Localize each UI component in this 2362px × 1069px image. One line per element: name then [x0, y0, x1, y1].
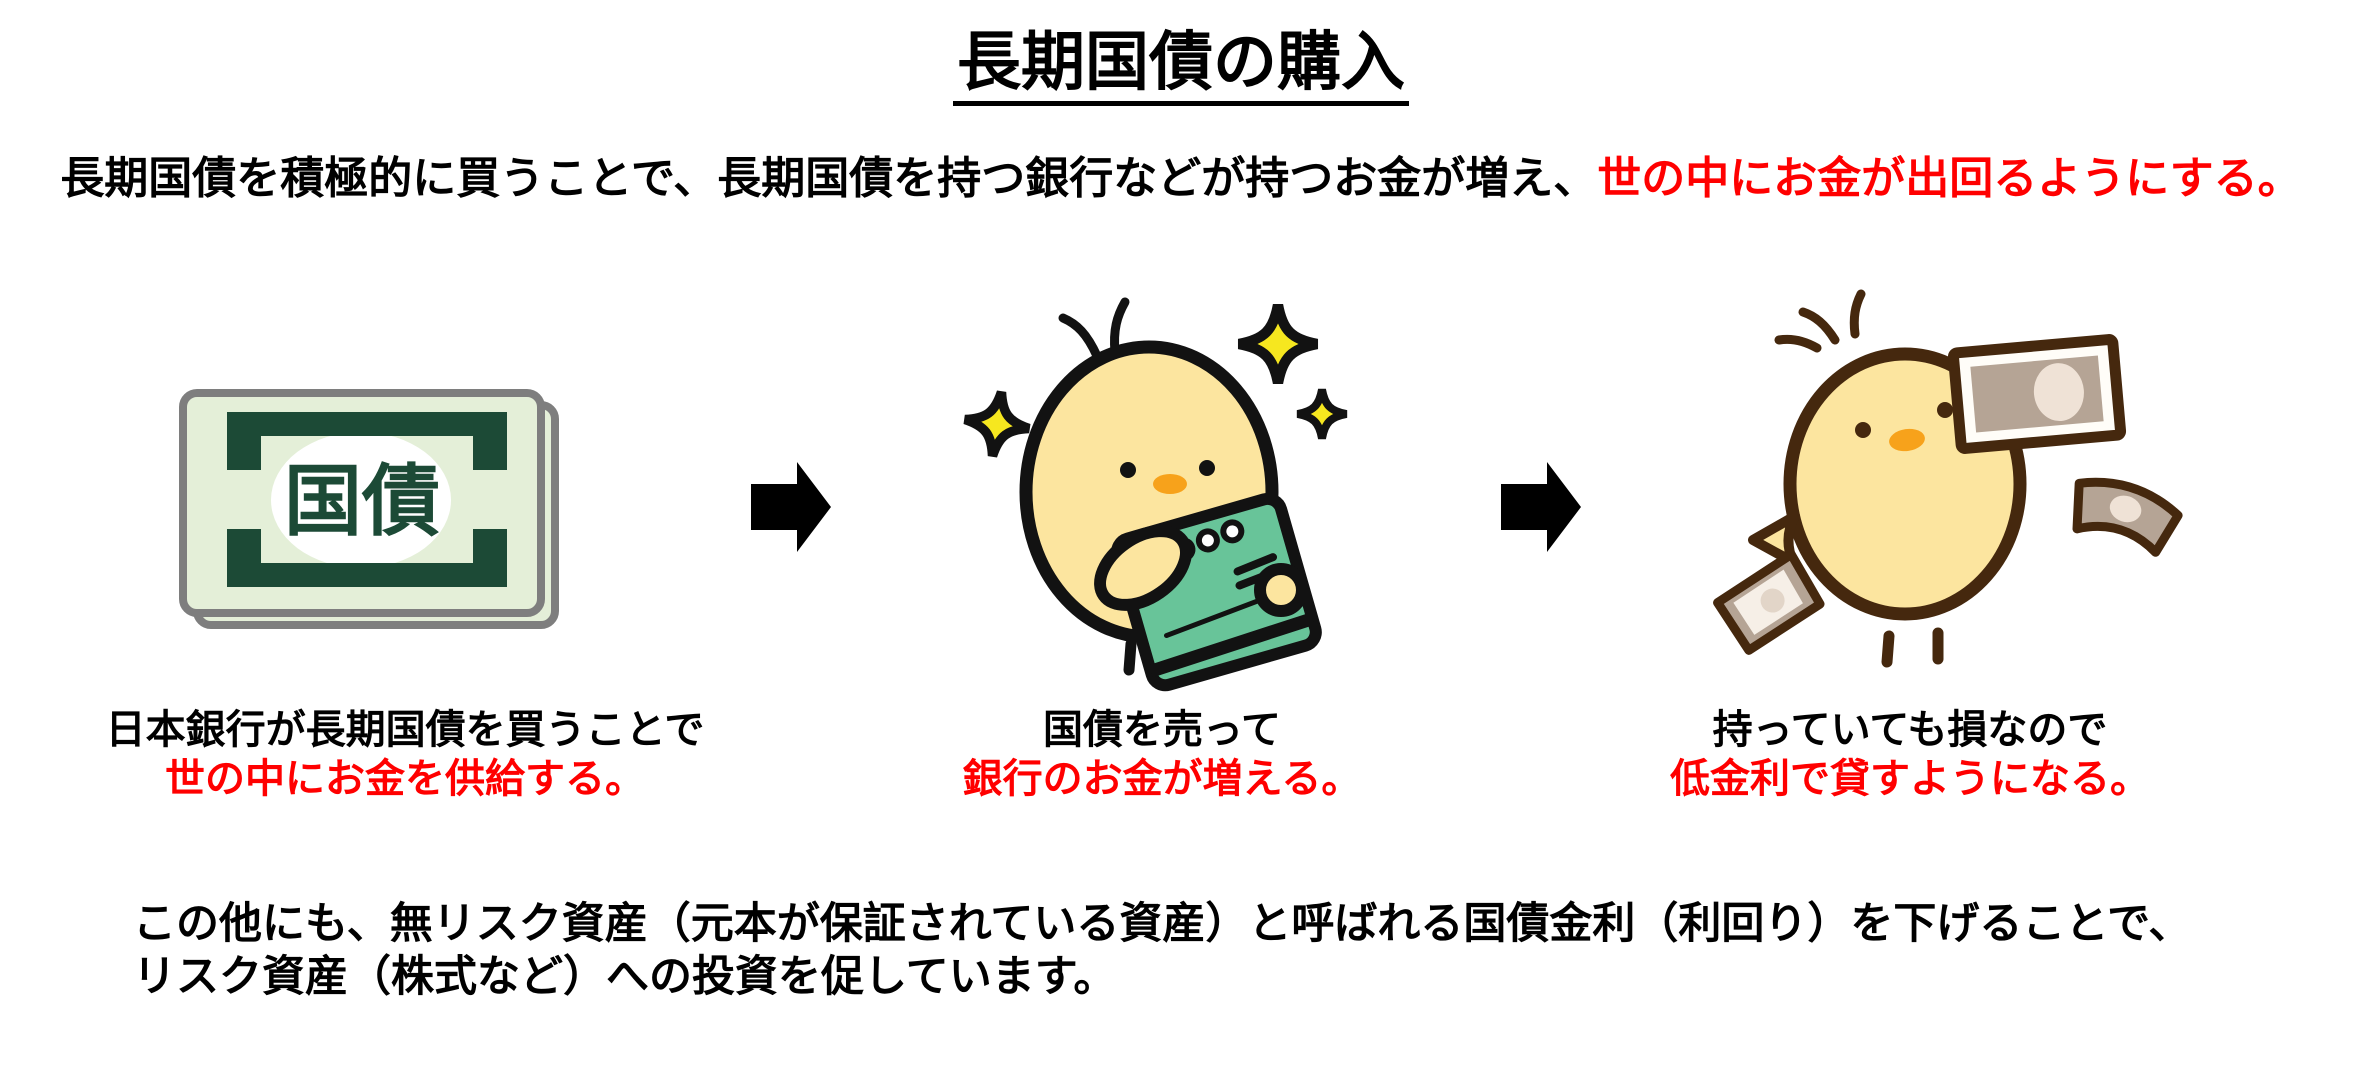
caption-step-3: 持っていても損なので 低金利で貸すようになる。: [1580, 706, 2240, 804]
chick-body: [1748, 289, 2039, 668]
banknote-falling-right: [2072, 477, 2183, 557]
caption-2-black: 国債を売って: [1043, 708, 1281, 752]
footer-note: この他にも、無リスク資産（元本が保証されている資産）と呼ばれる国債金利（利回り）…: [133, 898, 2191, 1004]
subtitle: 長期国債を積極的に買うことで、長期国債を持つ銀行などが持つお金が増え、世の中にお…: [0, 154, 2362, 205]
chick-hand: [1254, 563, 1308, 617]
footer-line-2: リスク資産（株式など）への投資を促しています。: [133, 953, 1117, 1001]
caption-step-1: 日本銀行が長期国債を買うことで 世の中にお金を供給する。: [75, 706, 735, 804]
footer-line-1: この他にも、無リスク資産（元本が保証されている資産）と呼ばれる国債金利（利回り）…: [133, 900, 2192, 948]
page-title: 長期国債の購入: [0, 30, 2362, 106]
subtitle-red-text: 世の中にお金が出回るようにする。: [1597, 154, 2302, 203]
banknote-held: [1947, 334, 2127, 454]
chick-throwing-money-icon: [1713, 289, 2183, 668]
arrow-right-icon: [1501, 462, 1581, 552]
caption-1-red: 世の中にお金を供給する。: [165, 757, 645, 801]
page-title-text: 長期国債の購入: [953, 30, 1409, 106]
caption-3-red: 低金利で貸すようになる。: [1670, 757, 2150, 801]
caption-1-black: 日本銀行が長期国債を買うことで: [105, 708, 705, 752]
arrow-right-icon: [751, 462, 831, 552]
government-bond-icon: 国債: [179, 389, 559, 629]
bond-frame: [227, 412, 507, 587]
banknote-falling-left: [1713, 549, 1825, 655]
chick-with-bankbook-icon: [945, 297, 1355, 692]
bond-label-text: 国債: [284, 457, 440, 545]
caption-step-2: 国債を売って 銀行のお金が増える。: [832, 706, 1492, 804]
caption-3-black: 持っていても損なので: [1712, 708, 2108, 752]
caption-2-red: 銀行のお金が増える。: [962, 757, 1362, 801]
chick-wing: [1094, 525, 1192, 611]
bond-front-card: 国債: [179, 389, 545, 617]
subtitle-black-text: 長期国債を積極的に買うことで、長期国債を持つ銀行などが持つお金が増え、: [60, 154, 1598, 203]
